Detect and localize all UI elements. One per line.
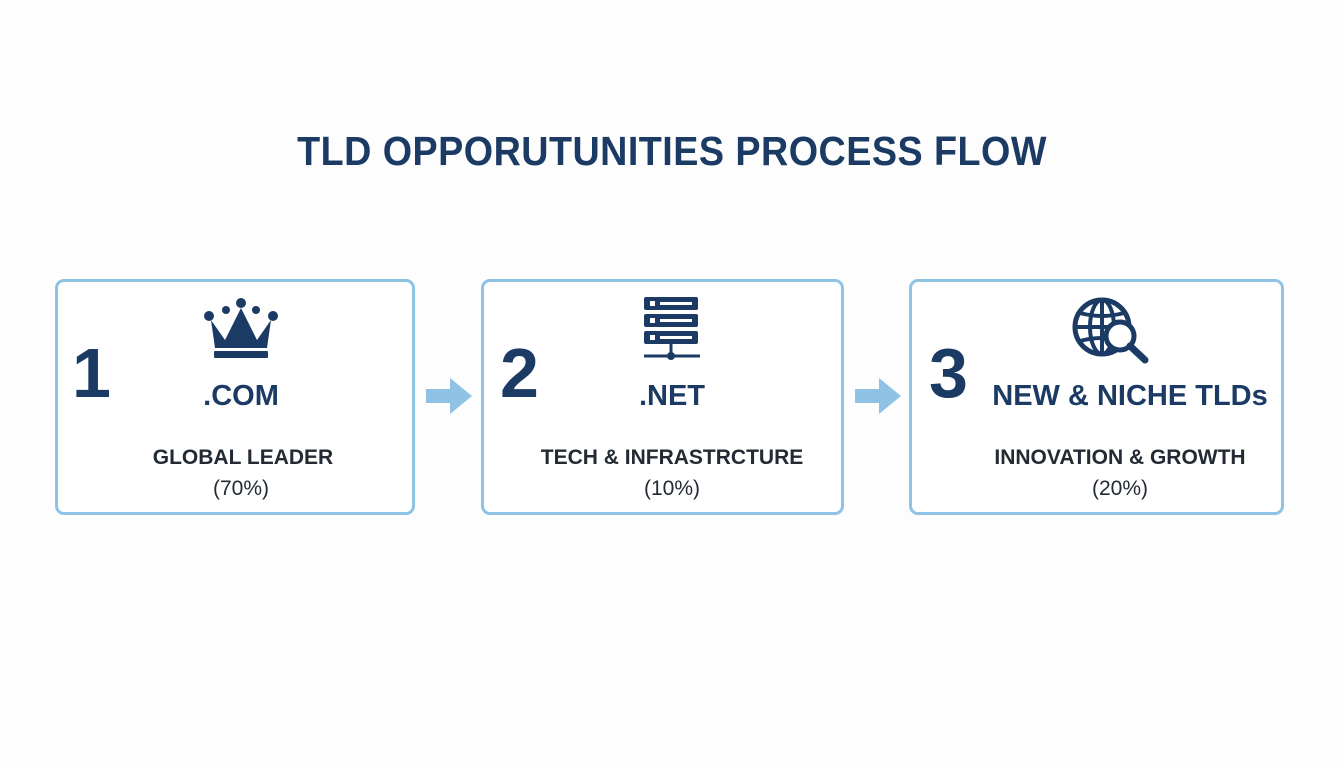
server-icon xyxy=(644,297,700,360)
flow-arrow-2 xyxy=(855,378,901,414)
step-number-2: 2 xyxy=(500,334,539,412)
diagram-title: TLD OPPORUTUNITIES PROCESS FLOW xyxy=(297,128,1047,174)
step-number-3: 3 xyxy=(929,334,968,412)
step-card-3 xyxy=(909,279,1284,515)
crown-icon xyxy=(204,298,278,358)
step-tld-2: .NET xyxy=(638,380,706,412)
flow-arrow-1 xyxy=(426,378,472,414)
step-description-1: GLOBAL LEADER xyxy=(152,446,334,469)
step-percent-2: (10%) xyxy=(643,477,701,500)
step-tld-1: .COM xyxy=(203,380,279,412)
step-description-3: INNOVATION & GROWTH xyxy=(994,446,1246,469)
step-percent-1: (70%) xyxy=(212,477,270,500)
step-percent-3: (20%) xyxy=(1091,477,1149,500)
step-description-2: TECH & INFRASTRCTURE xyxy=(540,446,804,469)
step-tld-3: NEW & NICHE TLDs xyxy=(992,380,1268,412)
step-number-1: 1 xyxy=(72,334,111,412)
globe-search-icon xyxy=(1072,297,1149,364)
step-card-1 xyxy=(55,279,415,515)
